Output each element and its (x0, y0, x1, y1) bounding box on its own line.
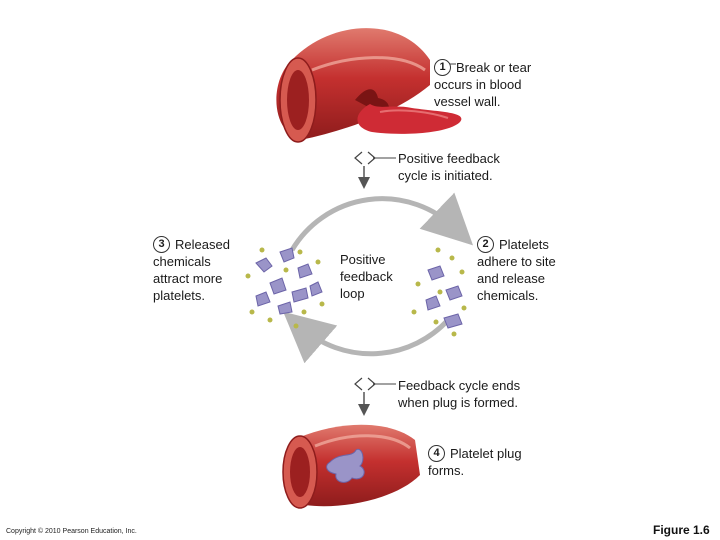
step-4-number: 4 (428, 445, 445, 462)
platelet-cluster-left (255, 247, 323, 315)
loop-label: Positive feedback loop (340, 252, 393, 301)
vessel-with-tear (276, 28, 462, 143)
granules-left (245, 247, 325, 329)
step-1-number: 1 (434, 59, 451, 76)
platelet-cluster-right (425, 265, 463, 329)
flow-connectors (358, 63, 456, 416)
vessel-with-plug (282, 424, 420, 509)
figure-number: Figure 1.6 (653, 523, 710, 537)
positive-feedback-label: Positive feedback cycle is initiated. (398, 151, 500, 183)
step-3-number: 3 (153, 236, 170, 253)
feedback-ends-label: Feedback cycle ends when plug is formed. (398, 378, 521, 410)
switch-icon (354, 151, 376, 391)
granules-right (411, 247, 467, 337)
copyright-notice: Copyright © 2010 Pearson Education, Inc. (6, 528, 137, 535)
step-2-number: 2 (477, 236, 494, 253)
feedback-loop-arcs (283, 192, 474, 364)
